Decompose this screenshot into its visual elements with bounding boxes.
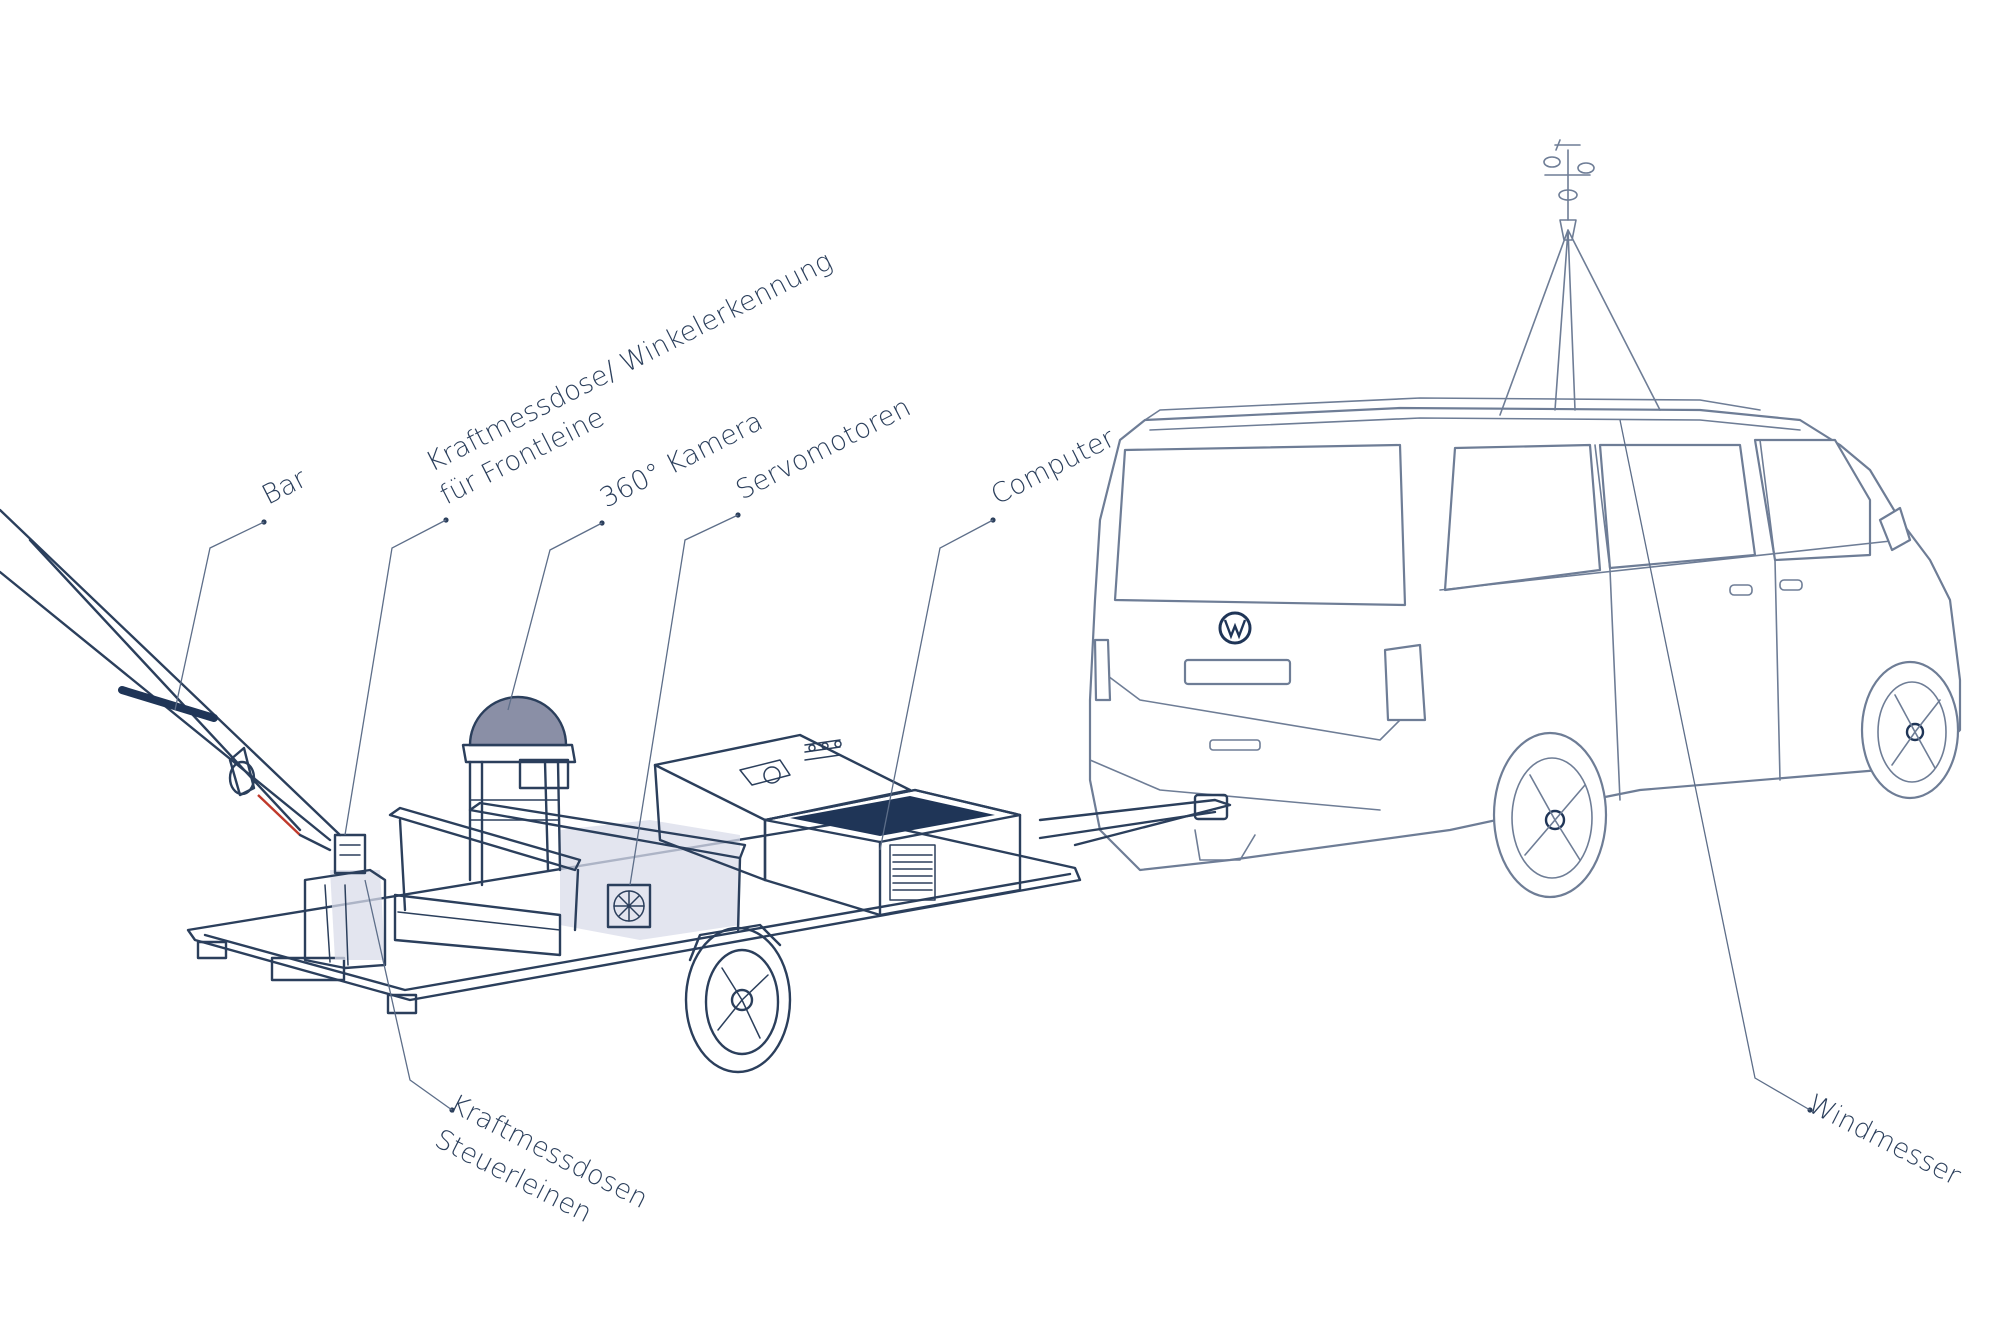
label-servomotoren: Servomotoren <box>731 392 916 507</box>
kite-lines <box>0 508 367 875</box>
label-bar: Bar <box>257 463 312 512</box>
label-computer: Computer <box>986 422 1120 511</box>
trailer-wheel <box>684 923 792 1074</box>
tow-bar <box>1038 793 1232 847</box>
label-windmesser: Windmesser <box>1803 1089 1966 1193</box>
anemometer-mast <box>1499 139 1661 416</box>
servo-motor <box>606 883 652 929</box>
leader-lines <box>174 419 1813 1113</box>
instrument-block <box>330 820 740 960</box>
computer <box>653 733 1022 917</box>
van <box>1088 397 1962 899</box>
camera-tower <box>461 695 577 887</box>
label-kraftmessdose-frontleine-line1: Kraftmessdose/ Winkelerkennung <box>421 246 837 478</box>
